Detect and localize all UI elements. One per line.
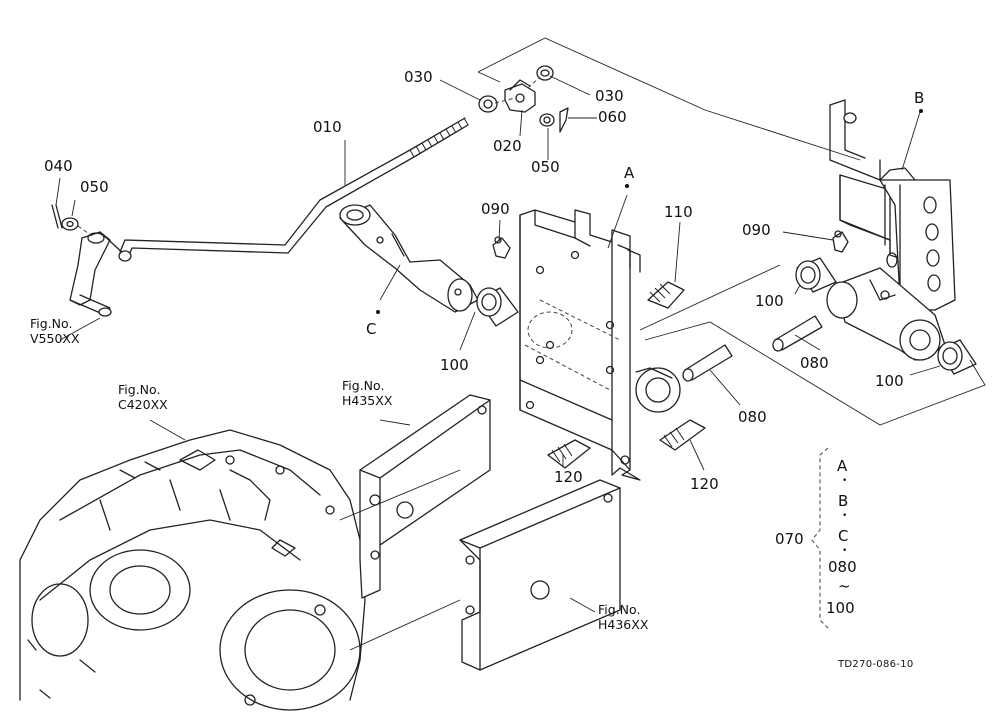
assembly-label-a: A [624, 164, 635, 182]
callout-080-center: 080 [738, 408, 767, 426]
assembly-dot-b [919, 109, 923, 113]
callout-100-far-right: 100 [875, 372, 904, 390]
callout-120-right: 120 [690, 475, 719, 493]
reference-lines [339, 37, 986, 651]
swing-arm [826, 267, 946, 361]
callout-050-left: 050 [80, 178, 109, 196]
shaft-c [339, 204, 479, 313]
assembly-label-b: B [914, 89, 925, 107]
set-item-a: A [837, 457, 848, 475]
set-range-tilde: ~ [838, 577, 851, 595]
callout-040: 040 [44, 157, 73, 175]
pedal-arm [69, 231, 126, 317]
figure-ref-h435-line1: Fig.No. [342, 378, 385, 393]
callout-100-left: 100 [440, 356, 469, 374]
callout-110: 110 [664, 203, 693, 221]
callout-020: 020 [493, 137, 522, 155]
set-item-080: 080 [828, 558, 857, 576]
set-separator-2: • [842, 511, 848, 521]
figure-ref-h436: Fig.No. H436XX [598, 602, 648, 632]
side-bracket-h435 [359, 394, 491, 599]
grease-nipples [492, 230, 849, 259]
drawing-code: TD270-086-10 [838, 659, 914, 670]
figure-ref-v550-line1: Fig.No. [30, 316, 73, 331]
figure-ref-c420: Fig.No. C420XX [118, 382, 168, 412]
set-separator-3: • [842, 546, 848, 556]
mounting-plate-a [519, 209, 641, 481]
figure-ref-h435-line2: H435XX [342, 393, 393, 408]
bush-parts [476, 257, 977, 375]
figure-ref-v550: Fig.No. V550XX [30, 316, 80, 346]
assembly-dot-a [625, 184, 629, 188]
callout-050-top: 050 [531, 158, 560, 176]
set-item-b: B [838, 492, 849, 510]
figure-ref-c420-line2: C420XX [118, 397, 168, 412]
callout-100-right: 100 [755, 292, 784, 310]
callout-060: 060 [598, 108, 627, 126]
callout-030-right: 030 [595, 87, 624, 105]
callout-010: 010 [313, 118, 342, 136]
assembly-label-c: C [366, 320, 377, 338]
pin-parts [682, 315, 823, 382]
callout-080-right: 080 [800, 354, 829, 372]
callout-120-left: 120 [554, 468, 583, 486]
figure-ref-h436-line2: H436XX [598, 617, 649, 632]
callout-090-left: 090 [481, 200, 510, 218]
assembly-dot-c [376, 310, 380, 314]
callout-leaders [55, 75, 941, 613]
figure-ref-c420-line1: Fig.No. [118, 382, 161, 397]
callout-030-left: 030 [404, 68, 433, 86]
clevis-assembly [478, 65, 569, 133]
set-item-100: 100 [826, 599, 855, 617]
side-bracket-h436 [459, 479, 621, 671]
set-group-brace [811, 447, 829, 629]
pin-and-washer [51, 204, 93, 237]
pivot-boss [635, 367, 681, 413]
figure-ref-v550-line2: V550XX [30, 331, 80, 346]
set-separator-1: • [842, 476, 848, 486]
control-rod [118, 117, 469, 262]
transmission-housing [19, 429, 366, 711]
set-item-c: C [838, 527, 849, 545]
figure-ref-h435: Fig.No. H435XX [342, 378, 392, 408]
callout-090-right: 090 [742, 221, 771, 239]
lever-bracket-b [829, 99, 956, 311]
figure-ref-h436-line1: Fig.No. [598, 602, 641, 617]
callout-070: 070 [775, 530, 804, 548]
bolt-parts [547, 281, 706, 469]
